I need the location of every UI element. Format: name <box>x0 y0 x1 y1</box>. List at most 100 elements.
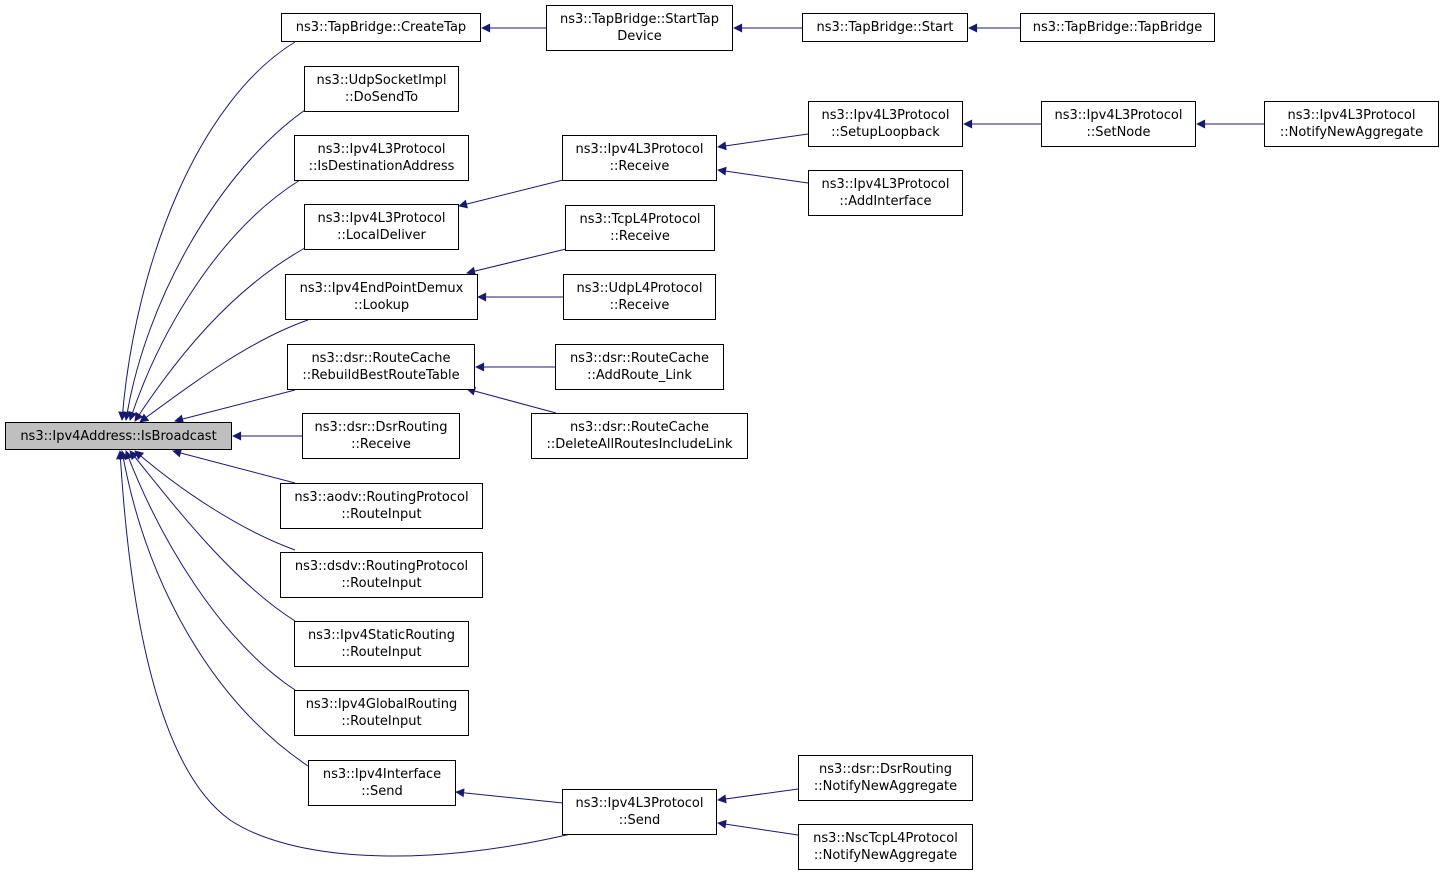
node-label-line2: ::Send <box>361 784 403 799</box>
node-ipv4l3protocol-localdeliver[interactable]: ns3::Ipv4L3Protocol ::LocalDeliver <box>304 204 459 250</box>
node-label-line1: ns3::dsr::RouteCache <box>569 420 710 435</box>
node-udpsocketimpl-dosendto[interactable]: ns3::UdpSocketImpl ::DoSendTo <box>304 66 459 112</box>
node-ipv4l3protocol-setnode[interactable]: ns3::Ipv4L3Protocol ::SetNode <box>1041 101 1196 147</box>
node-label-line1: ns3::UdpL4Protocol <box>576 281 703 296</box>
node-label-line2: ::AddRoute_Link <box>587 368 692 383</box>
node-label-line2: ::NotifyNewAggregate <box>813 779 958 794</box>
node-label-line2: ::LocalDeliver <box>337 228 426 243</box>
node-label-line1: ns3::Ipv4L3Protocol <box>317 142 446 157</box>
node-aodv-routeinput[interactable]: ns3::aodv::RoutingProtocol ::RouteInput <box>280 483 483 529</box>
edge-aodvrouteinput <box>172 448 296 484</box>
node-label-line2: ::RouteInput <box>341 714 422 729</box>
node-label-line2: Device <box>617 29 662 44</box>
edge-globalrouteinput <box>124 450 296 691</box>
edge-nsctcpnotify <box>717 819 799 836</box>
node-label-line2: ::Receive <box>609 298 670 313</box>
node-ipv4l3protocol-addinterface[interactable]: ns3::Ipv4L3Protocol ::AddInterface <box>808 170 963 216</box>
node-label-line2: ::NotifyNewAggregate <box>1279 125 1424 140</box>
node-label-line1: ns3::Ipv4L3Protocol <box>317 211 446 226</box>
node-label-line1: ns3::Ipv4L3Protocol <box>575 142 704 157</box>
node-label-line1: ns3::NscTcpL4Protocol <box>813 831 958 846</box>
node-label-line1: ns3::TapBridge::CreateTap <box>295 20 467 35</box>
edge-deleteallroutes <box>466 386 557 414</box>
node-label-line2: ::RebuildBestRouteTable <box>302 368 460 383</box>
node-routecache-deleteallroutesincludelink[interactable]: ns3::dsr::RouteCache ::DeleteAllRoutesIn… <box>531 413 748 459</box>
node-dsrrouting-receive[interactable]: ns3::dsr::DsrRouting ::Receive <box>302 413 460 459</box>
node-tapbridge-createtap[interactable]: ns3::TapBridge::CreateTap <box>281 13 481 42</box>
node-label-line2: ::Lookup <box>353 298 410 313</box>
node-label-line2: ::Receive <box>609 159 670 174</box>
node-label-line1: ns3::dsr::DsrRouting <box>819 762 952 777</box>
edge-isdestinationaddress <box>128 179 301 421</box>
node-ipv4globalrouting-routeinput[interactable]: ns3::Ipv4GlobalRouting ::RouteInput <box>294 690 469 736</box>
node-ipv4address-isbroadcast[interactable]: ns3::Ipv4Address::IsBroadcast <box>5 422 232 450</box>
node-label-line2: ::RouteInput <box>341 645 422 660</box>
node-label-line2: ::RouteInput <box>341 576 422 591</box>
edge-setuploopback <box>717 133 809 151</box>
node-label-line2: ::SetNode <box>1086 125 1151 140</box>
node-label-line1: ns3::Ipv4Interface <box>322 767 442 782</box>
edge-ipv4l3send-ifacesend <box>455 788 564 804</box>
node-ipv4interface-send[interactable]: ns3::Ipv4Interface ::Send <box>308 760 456 806</box>
edge-createtap <box>118 41 296 421</box>
edge-tcpreceive <box>466 248 567 276</box>
node-tcpl4protocol-receive[interactable]: ns3::TcpL4Protocol ::Receive <box>565 205 715 251</box>
node-label-line1: ns3::UdpSocketImpl <box>316 73 447 88</box>
node-label-line1: ns3::TapBridge::Start <box>816 20 954 35</box>
node-tapbridge-tapbridge[interactable]: ns3::TapBridge::TapBridge <box>1020 13 1215 42</box>
node-label-line1: ns3::Ipv4EndPointDemux <box>299 281 464 296</box>
node-dsrrouting-notifynewaggregate[interactable]: ns3::dsr::DsrRouting ::NotifyNewAggregat… <box>798 755 973 801</box>
node-nsctcpl4protocol-notifynewaggregate[interactable]: ns3::NscTcpL4Protocol ::NotifyNewAggrega… <box>798 824 973 870</box>
node-ipv4l3protocol-receive[interactable]: ns3::Ipv4L3Protocol ::Receive <box>562 135 717 181</box>
node-tapbridge-starttapdevice[interactable]: ns3::TapBridge::StartTap Device <box>546 5 733 51</box>
node-label-line1: ns3::Ipv4GlobalRouting <box>305 697 458 712</box>
node-label-line2: ::Receive <box>351 437 411 452</box>
node-label-line1: ns3::Ipv4L3Protocol <box>1054 108 1183 123</box>
edge-addinterface <box>717 166 809 184</box>
node-udpl4protocol-receive[interactable]: ns3::UdpL4Protocol ::Receive <box>563 274 716 320</box>
edge-dsrnotify <box>717 788 799 804</box>
node-dsdv-routeinput[interactable]: ns3::dsdv::RoutingProtocol ::RouteInput <box>280 552 483 598</box>
node-label-line1: ns3::TapBridge::StartTap <box>560 12 719 27</box>
node-ipv4l3protocol-setuploopback[interactable]: ns3::Ipv4L3Protocol ::SetupLoopback <box>808 101 963 147</box>
node-label-line1: ns3::TcpL4Protocol <box>579 212 701 227</box>
node-routecache-rebuildbestroutetable[interactable]: ns3::dsr::RouteCache ::RebuildBestRouteT… <box>287 344 475 390</box>
edge-localdeliver <box>134 247 306 422</box>
node-label-line2: ::IsDestinationAddress <box>308 159 455 174</box>
node-label-line1: ns3::Ipv4L3Protocol <box>821 108 950 123</box>
node-label-line1: ns3::TapBridge::TapBridge <box>1032 20 1203 35</box>
node-tapbridge-start[interactable]: ns3::TapBridge::Start <box>802 13 968 42</box>
edge-staticrouteinput <box>129 450 296 622</box>
edge-ipv4l3send-to-root <box>115 450 576 857</box>
edge-ifacesend <box>118 450 309 767</box>
node-label-line1: ns3::dsr::RouteCache <box>569 351 710 366</box>
node-label-line1: ns3::aodv::RoutingProtocol <box>294 490 469 505</box>
edge-ipv4l3receive <box>458 179 564 209</box>
node-label-line2: ::DeleteAllRoutesIncludeLink <box>546 437 733 452</box>
edge-rebuildbestroutetable <box>174 389 296 424</box>
node-ipv4l3protocol-send[interactable]: ns3::Ipv4L3Protocol ::Send <box>562 789 717 835</box>
node-label-line2: ::SetupLoopback <box>831 125 940 140</box>
node-ipv4l3protocol-notifynewaggregate[interactable]: ns3::Ipv4L3Protocol ::NotifyNewAggregate <box>1264 101 1439 147</box>
node-label-line1: ns3::Ipv4Address::IsBroadcast <box>20 428 217 444</box>
node-label-line2: ::NotifyNewAggregate <box>813 848 958 863</box>
node-label-line2: ::RouteInput <box>341 507 422 522</box>
node-label-line1: ns3::dsr::RouteCache <box>311 351 451 366</box>
node-label-line1: ns3::Ipv4L3Protocol <box>575 796 704 811</box>
node-routecache-addroutelink[interactable]: ns3::dsr::RouteCache ::AddRoute_Link <box>555 344 724 390</box>
node-ipv4l3protocol-isdestinationaddress[interactable]: ns3::Ipv4L3Protocol ::IsDestinationAddre… <box>294 135 469 181</box>
node-ipv4endpointdemux-lookup[interactable]: ns3::Ipv4EndPointDemux ::Lookup <box>285 274 478 320</box>
edge-lookup <box>139 319 309 423</box>
node-label-line1: ns3::Ipv4L3Protocol <box>821 177 950 192</box>
edge-dosendto <box>122 109 306 421</box>
edge-dsdvrouteinput <box>134 450 296 551</box>
node-label-line1: ns3::dsr::DsrRouting <box>314 420 448 435</box>
node-label-line2: ::Receive <box>610 229 670 244</box>
node-label-line1: ns3::Ipv4StaticRouting <box>307 628 456 643</box>
node-label-line2: ::AddInterface <box>839 194 932 209</box>
node-ipv4staticrouting-routeinput[interactable]: ns3::Ipv4StaticRouting ::RouteInput <box>294 621 469 667</box>
node-label-line1: ns3::dsdv::RoutingProtocol <box>294 559 469 574</box>
node-label-line2: ::Send <box>618 813 661 828</box>
node-label-line1: ns3::Ipv4L3Protocol <box>1287 108 1416 123</box>
